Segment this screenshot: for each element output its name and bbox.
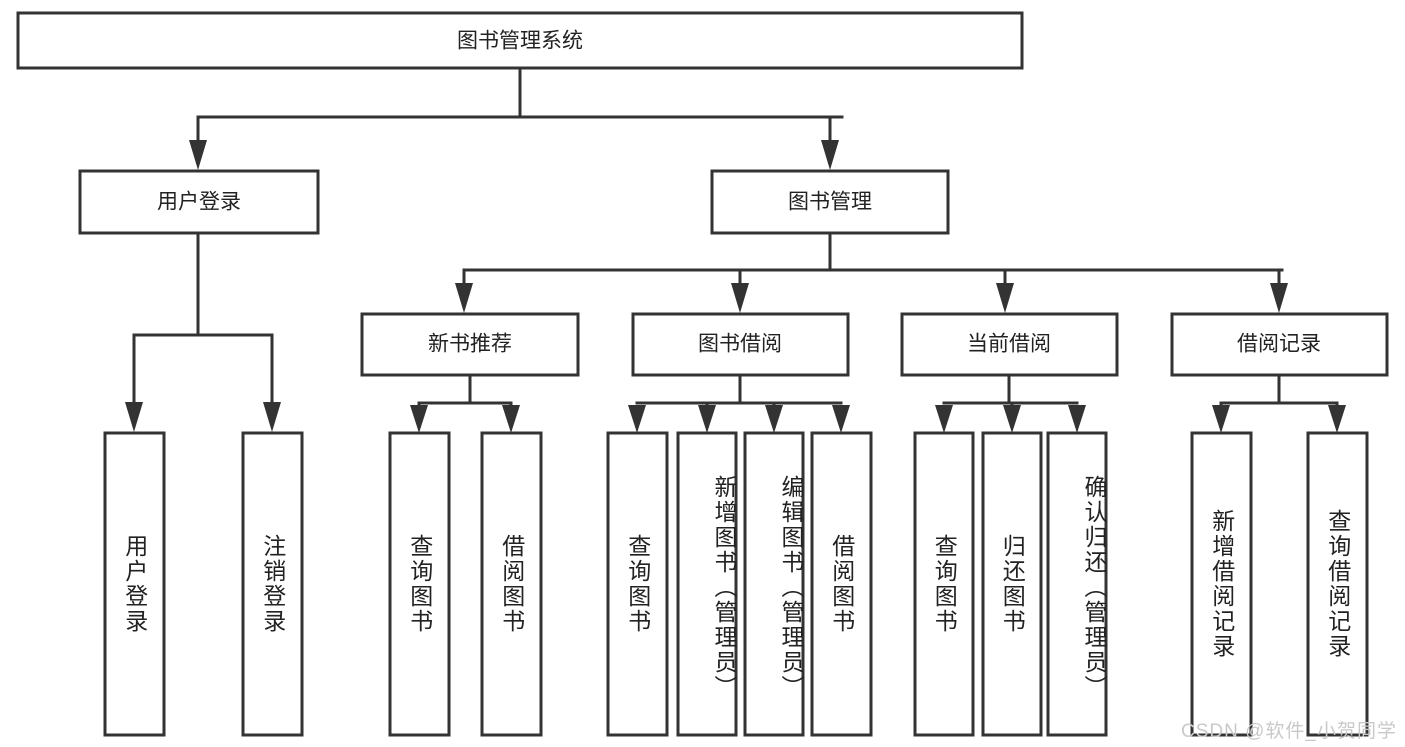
connector-group-root — [189, 66, 844, 170]
arrow-to-leaf-user-login — [125, 402, 143, 432]
connector-group-user-login — [125, 231, 281, 432]
leaf-user-logout-box[interactable] — [241, 431, 304, 737]
connector-group-book-borrow — [628, 373, 850, 433]
arrow-to-book-borrow — [731, 283, 749, 313]
leaf-add-record-box[interactable] — [1190, 431, 1253, 737]
leaf-boxes — [103, 431, 1369, 737]
leaf-query-book-2-box[interactable] — [606, 431, 669, 737]
arrow-to-leaf-add-book — [698, 405, 716, 433]
leaf-query-record-box[interactable] — [1306, 431, 1369, 737]
arrow-to-leaf-confirm-return — [1068, 405, 1086, 433]
node-book-manage-label: 图书管理 — [788, 191, 872, 214]
leaf-user-login-box[interactable] — [103, 431, 166, 737]
leaf-return-book-box[interactable] — [981, 431, 1043, 737]
arrow-root-to-user-login — [189, 140, 207, 170]
arrow-to-new-book-rec — [455, 283, 473, 313]
node-book-manage[interactable]: 图书管理 — [710, 169, 950, 235]
node-current-borrow-label: 当前借阅 — [967, 333, 1051, 356]
arrow-to-leaf-borrow-book-1 — [502, 405, 520, 433]
node-borrow-record[interactable]: 借阅记录 — [1170, 312, 1389, 377]
arrow-to-current-borrow — [996, 283, 1014, 313]
arrow-to-leaf-query-book-2 — [628, 405, 646, 433]
node-root[interactable]: 图书管理系统 — [16, 11, 1024, 70]
connector-group-book-manage — [455, 231, 1288, 313]
node-root-box[interactable] — [16, 11, 1024, 70]
node-borrow-record-label: 借阅记录 — [1237, 333, 1321, 356]
leaf-borrow-book-1-box[interactable] — [480, 431, 543, 737]
connector-group-new-book-rec — [410, 373, 520, 433]
node-book-borrow[interactable]: 图书借阅 — [631, 312, 850, 377]
leaf-borrow-book-2-box[interactable] — [810, 431, 873, 737]
connector-group-borrow-record — [1212, 373, 1346, 433]
arrow-to-leaf-query-book-3 — [935, 405, 953, 433]
node-new-book-rec-label: 新书推荐 — [428, 333, 512, 356]
arrow-to-leaf-query-record — [1328, 405, 1346, 433]
node-user-login-label: 用户登录 — [157, 191, 241, 214]
node-book-manage-box[interactable] — [710, 169, 950, 235]
leaf-query-book-1-box[interactable] — [388, 431, 451, 737]
csdn-watermark: CSDN @软件_小贺同学 — [1181, 721, 1397, 742]
node-user-login[interactable]: 用户登录 — [78, 169, 320, 235]
leaf-confirm-return-box[interactable] — [1046, 431, 1108, 737]
node-borrow-record-box[interactable] — [1170, 312, 1389, 377]
arrow-root-to-book-manage — [821, 140, 839, 170]
node-user-login-box[interactable] — [78, 169, 320, 235]
node-book-borrow-label: 图书借阅 — [698, 333, 782, 356]
connector-group-current-borrow — [935, 373, 1086, 433]
leaf-edit-book-box[interactable] — [743, 431, 805, 737]
node-new-book-rec[interactable]: 新书推荐 — [360, 312, 580, 377]
node-new-book-rec-box[interactable] — [360, 312, 580, 377]
leaf-query-book-3-box[interactable] — [913, 431, 975, 737]
arrow-to-leaf-query-book-1 — [410, 405, 428, 433]
node-root-label: 图书管理系统 — [457, 30, 583, 53]
arrow-to-leaf-return-book — [1003, 405, 1021, 433]
arrow-to-leaf-borrow-book-2 — [832, 405, 850, 433]
node-current-borrow-box[interactable] — [900, 312, 1119, 377]
node-current-borrow[interactable]: 当前借阅 — [900, 312, 1119, 377]
node-book-borrow-box[interactable] — [631, 312, 850, 377]
arrow-to-borrow-record — [1270, 283, 1288, 313]
leaf-add-book-box[interactable] — [676, 431, 738, 737]
arrow-to-leaf-edit-book — [765, 405, 783, 433]
arrow-to-leaf-user-logout — [263, 402, 281, 432]
arrow-to-leaf-add-record — [1212, 405, 1230, 433]
